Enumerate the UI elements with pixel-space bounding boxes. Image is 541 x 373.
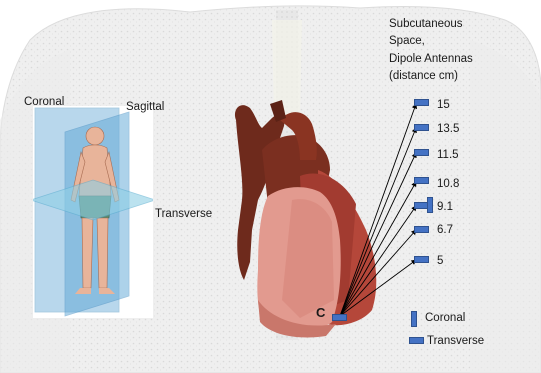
- distance-13-5: 13.5: [437, 124, 459, 136]
- transverse-orientation-symbol: [409, 337, 424, 344]
- antenna-5: [414, 256, 429, 263]
- heart-point-label: C: [316, 306, 325, 319]
- sagittal-plane-label: Sagittal: [126, 102, 164, 114]
- transverse-plane-label: Transverse: [155, 209, 212, 221]
- antenna-11-5: [414, 149, 429, 156]
- antenna-10-8: [414, 177, 429, 184]
- coronal-orientation-symbol: [411, 311, 417, 327]
- legend-title-line-4: (distance cm): [389, 71, 458, 83]
- coronal-orientation-label: Coronal: [425, 313, 465, 325]
- legend-title-line-3: Dipole Antennas: [389, 54, 473, 66]
- distance-5: 5: [437, 256, 443, 268]
- legend-title-line-2: Space,: [389, 36, 425, 48]
- anatomical-planes-inset: [33, 106, 153, 318]
- distance-9-1: 9.1: [437, 202, 453, 214]
- coronal-plane-label: Coronal: [24, 97, 64, 109]
- distance-11-5: 11.5: [437, 150, 459, 162]
- distance-6-7: 6.7: [437, 225, 453, 237]
- distance-15: 15: [437, 100, 450, 112]
- antenna-9-1-vertical: [427, 197, 433, 213]
- distance-10-8: 10.8: [437, 179, 459, 191]
- heart-antenna-marker: [332, 314, 347, 321]
- legend-title-line-1: Subcutaneous: [389, 19, 463, 31]
- transverse-orientation-label: Transverse: [427, 336, 484, 348]
- antenna-15: [414, 99, 429, 106]
- antenna-13-5: [414, 124, 429, 131]
- antenna-6-7: [414, 226, 429, 233]
